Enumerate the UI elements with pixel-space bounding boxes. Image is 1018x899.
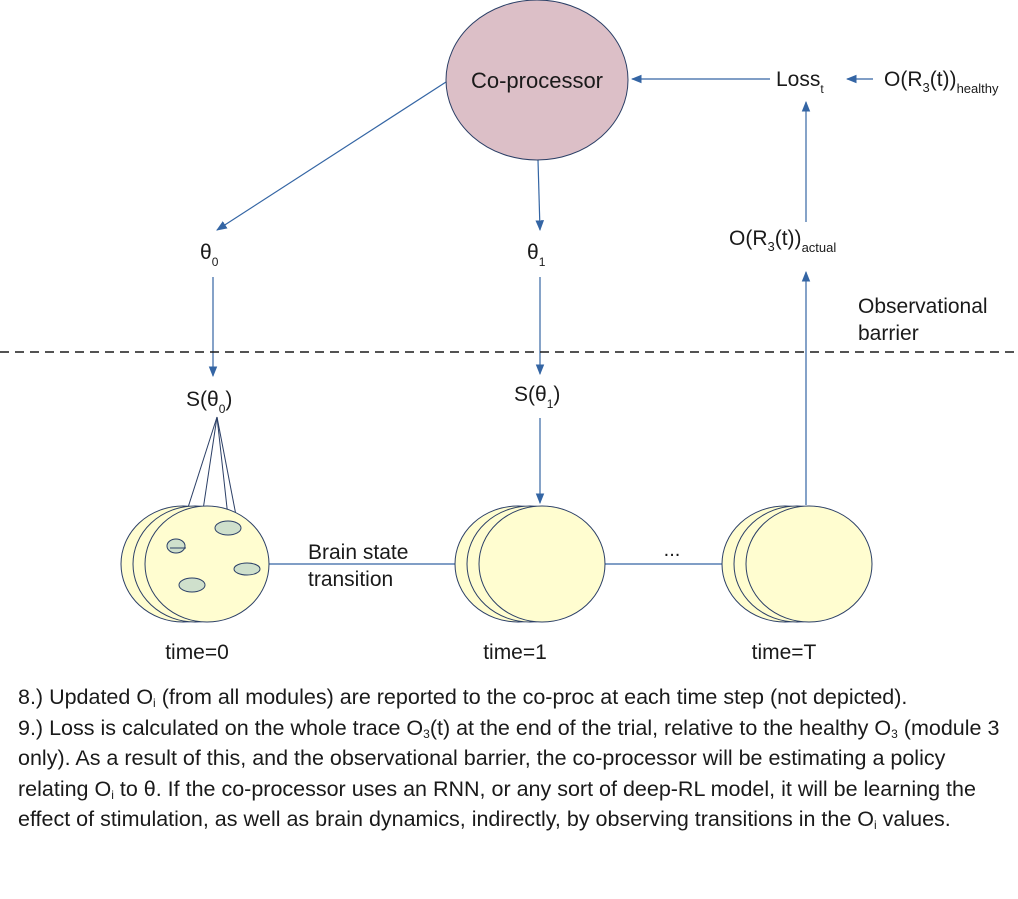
brain-state-0 — [120, 505, 270, 623]
coprocessor-label: Co-processor — [471, 68, 603, 93]
loss-label: Losst — [776, 68, 824, 96]
arrow-coprocessor-to-theta1 — [535, 159, 545, 232]
brain-state-1 — [454, 505, 606, 623]
module-1 — [166, 538, 186, 554]
arrows — [208, 74, 873, 569]
arrow-coprocessor-to-theta0 — [216, 81, 447, 231]
theta0-label: θ0 — [200, 241, 219, 269]
coprocessor-node: Co-processor — [445, 0, 629, 161]
s-theta1-label: S(θ1) — [514, 383, 560, 411]
brain-stimulation-diagram: Co-processor Losst O(R3(t))healthy O(R3(… — [0, 0, 1018, 664]
coprocessor-circle — [445, 0, 629, 161]
brain-state-T — [721, 505, 873, 623]
module-4 — [233, 562, 261, 576]
s-theta0-label: S(θ0) — [186, 388, 232, 416]
module-2 — [214, 520, 242, 536]
time-label-T: time=T — [752, 641, 817, 664]
healthy-output-label: O(R3(t))healthy — [884, 68, 999, 96]
stim-line-3 — [216, 416, 230, 527]
note-8: 8.) Updated Oi (from all modules) are re… — [18, 685, 908, 710]
brain-layer-front — [745, 505, 873, 623]
time-label-1: time=1 — [483, 641, 547, 664]
actual-output-label: O(R3(t))actual — [729, 227, 836, 255]
module-3 — [178, 577, 206, 593]
modules — [166, 520, 261, 593]
brain-layer-front — [478, 505, 606, 623]
brain-layer-front — [144, 505, 270, 623]
ellipsis-label: ... — [664, 539, 681, 561]
note-9: 9.) Loss is calculated on the whole trac… — [18, 715, 1000, 832]
notes-section: 8.) Updated Oi (from all modules) are re… — [18, 682, 1014, 835]
time-label-0: time=0 — [165, 641, 229, 664]
theta1-label: θ1 — [527, 241, 546, 269]
